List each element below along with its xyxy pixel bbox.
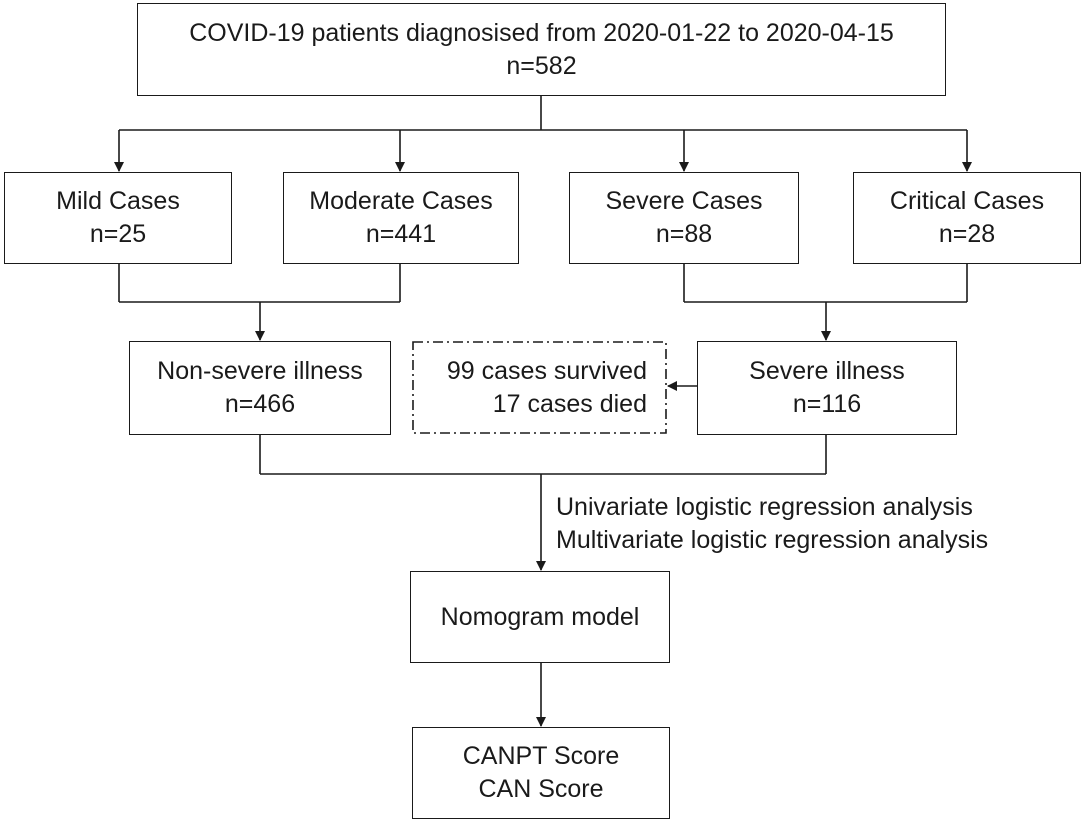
mild-cases-box: Mild Cases n=25 [4,172,232,264]
critical-cases-count: n=28 [938,220,996,248]
outcome-lines: 99 cases survived 17 cases died [414,355,665,421]
moderate-cases-box: Moderate Cases n=441 [283,172,519,264]
non-severe-illness-count: n=466 [224,390,296,418]
severe-illness-count: n=116 [792,390,862,418]
moderate-cases-count: n=441 [365,220,437,248]
canpt-score: CANPT Score [462,742,620,770]
multivariate-analysis: Multivariate logistic regression analysi… [556,526,989,554]
severe-cases-label: Severe Cases [605,187,763,215]
can-score: CAN Score [478,775,604,803]
cohort-count: n=582 [506,51,577,80]
severe-cases-box: Severe Cases n=88 [569,172,799,264]
nomogram-model-label: Nomogram model [440,602,640,631]
critical-cases-label: Critical Cases [889,187,1045,215]
scores-box: CANPT Score CAN Score [412,727,670,819]
non-severe-illness-label: Non-severe illness [157,357,363,385]
outcome-box: 99 cases survived 17 cases died [414,343,665,432]
cohort-box: COVID-19 patients diagnosised from 2020-… [137,3,946,96]
outcome-survived: 99 cases survived [446,356,647,385]
univariate-analysis: Univariate logistic regression analysis [556,493,973,521]
outcome-box-outline [412,341,667,434]
mild-cases-label: Mild Cases [56,187,180,215]
severe-illness-box: Severe illness n=116 [697,341,957,435]
nomogram-model-box: Nomogram model [410,571,670,663]
mild-cases-count: n=25 [89,220,147,248]
moderate-cases-label: Moderate Cases [309,187,493,215]
analysis-methods: Univariate logistic regression analysis … [556,491,988,557]
cohort-title: COVID-19 patients diagnosised from 2020-… [189,18,894,47]
severe-illness-label: Severe illness [749,357,905,385]
critical-cases-box: Critical Cases n=28 [853,172,1081,264]
outcome-died: 17 cases died [492,389,647,418]
non-severe-illness-box: Non-severe illness n=466 [129,341,391,435]
severe-cases-count: n=88 [655,220,713,248]
